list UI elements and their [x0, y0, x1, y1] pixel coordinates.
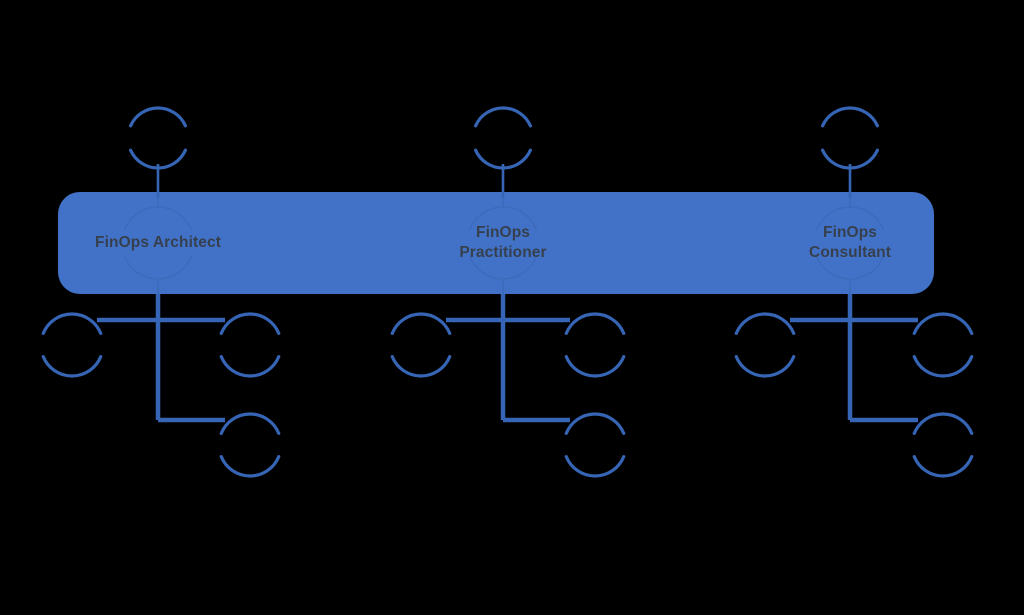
finops-architect-branch-0-left-node-icon-top-arc	[41, 312, 103, 335]
finops-architect-top-node-icon	[128, 106, 188, 170]
finops-consultant-branch-0-left-node-icon-bottom-arc	[734, 355, 796, 378]
finops-architect-branch-0-left-node-icon	[41, 312, 103, 378]
finops-consultant-branch-0-right-node-icon-bottom-arc	[912, 355, 974, 378]
finops-consultant-branch-0-right-node-icon-top-arc	[912, 312, 974, 335]
finops-architect-top-node-icon-bottom-arc	[128, 148, 188, 170]
finops-consultant-branch-1-right-node-icon-top-arc	[912, 412, 974, 435]
finops-consultant-top-node-icon-top-arc	[820, 106, 880, 128]
finops-practitioner-top-node-icon	[473, 106, 533, 170]
finops-practitioner-top-node-icon-top-arc	[473, 106, 533, 128]
finops-practitioner-branch-0-left-node-icon	[390, 312, 452, 378]
finops-practitioner-branch-0-right-node-icon-top-arc	[564, 312, 626, 335]
finops-consultant-top-node-icon-bottom-arc	[820, 148, 880, 170]
finops-architect-top-node-icon-top-arc	[128, 106, 188, 128]
finops-practitioner-branch-1-right-node-icon	[564, 412, 626, 478]
finops-consultant-branch-1-right-node-icon	[912, 412, 974, 478]
finops-consultant-branch-1-right-node-icon-bottom-arc	[912, 455, 974, 478]
finops-architect-branch-1-right-node-icon-bottom-arc	[219, 455, 281, 478]
finops-architect-branch-1-right-node-icon	[219, 412, 281, 478]
finops-roles-band	[58, 192, 934, 294]
finops-practitioner-branch-1-right-node-icon-top-arc	[564, 412, 626, 435]
finops-practitioner-branch-0-left-node-icon-bottom-arc	[390, 355, 452, 378]
finops-practitioner-branch-0-right-node-icon-bottom-arc	[564, 355, 626, 378]
finops-architect-branch-1-right-node-icon-top-arc	[219, 412, 281, 435]
finops-architect-branch-0-right-node-icon-bottom-arc	[219, 355, 281, 378]
finops-architect-branch-0-right-node-icon	[219, 312, 281, 378]
connectors-below-band	[97, 292, 918, 423]
finops-practitioner-branch-0-right-node-icon	[564, 312, 626, 378]
finops-consultant-top-node-icon	[820, 106, 880, 170]
finops-practitioner-branch-1-right-node-icon-bottom-arc	[564, 455, 626, 478]
finops-architect-branch-0-right-node-icon-top-arc	[219, 312, 281, 335]
finops-architect-branch-0-left-node-icon-bottom-arc	[41, 355, 103, 378]
finops-consultant-branch-0-left-node-icon-top-arc	[734, 312, 796, 335]
finops-practitioner-top-node-icon-bottom-arc	[473, 148, 533, 170]
finops-consultant-branch-0-right-node-icon	[912, 312, 974, 378]
finops-consultant-branch-0-left-node-icon	[734, 312, 796, 378]
finops-practitioner-branch-0-left-node-icon-top-arc	[390, 312, 452, 335]
